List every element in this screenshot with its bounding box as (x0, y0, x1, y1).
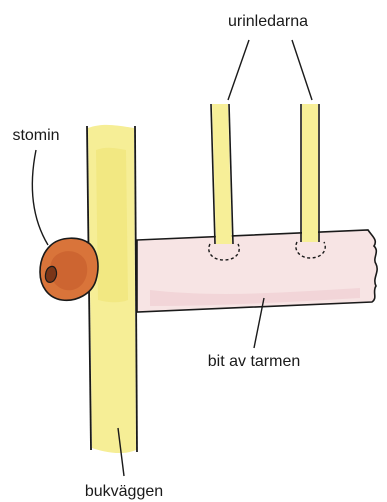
label-abdominal-wall: bukväggen (85, 483, 163, 500)
intestine-segment (137, 230, 377, 312)
stoma-opening (45, 266, 56, 282)
label-stoma: stomin (12, 127, 59, 144)
leader-line-stoma (32, 150, 48, 245)
ureter-right-fill (302, 104, 318, 242)
stoma (40, 238, 98, 300)
label-ureters: urinledarna (228, 13, 308, 30)
leader-line-ureters-left (228, 40, 249, 100)
label-intestine-segment: bit av tarmen (208, 353, 300, 370)
abdominal-wall-shade (96, 148, 128, 303)
abdominal-wall (87, 125, 137, 453)
leader-line-ureters-right (292, 40, 312, 100)
